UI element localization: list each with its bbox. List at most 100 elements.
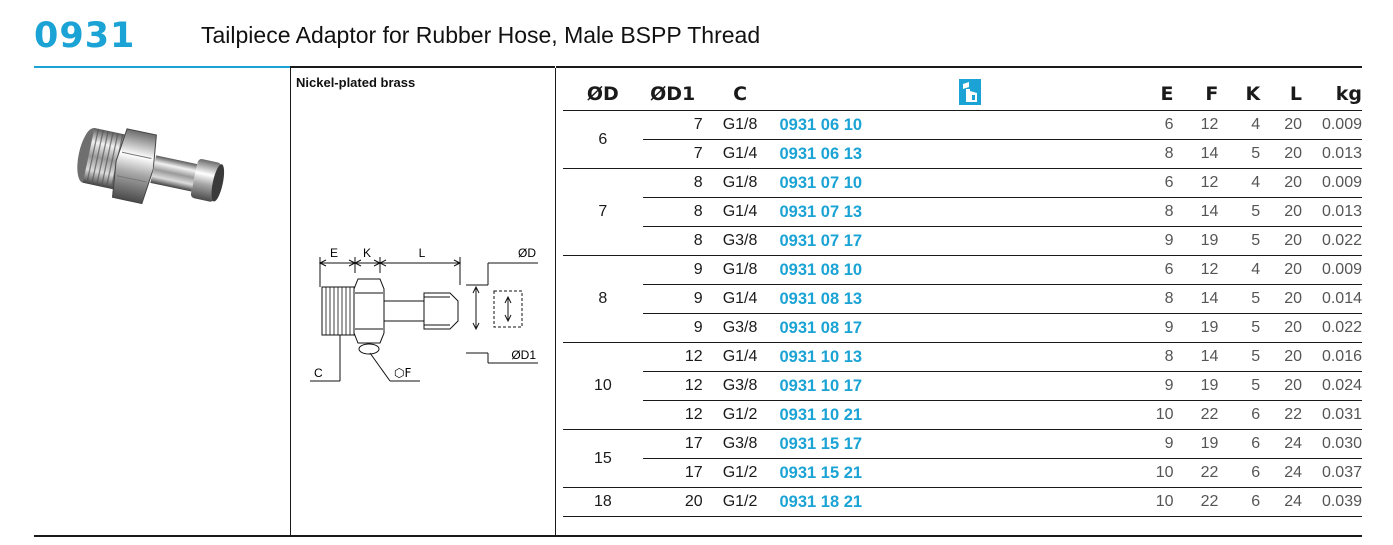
cell-k: 5 xyxy=(1218,342,1261,372)
cell-c: G1/4 xyxy=(712,342,768,372)
cell-k: 6 xyxy=(1218,487,1261,517)
cell-e: 8 xyxy=(1133,197,1174,227)
cell-l: 20 xyxy=(1260,197,1303,227)
page-title: Tailpiece Adaptor for Rubber Hose, Male … xyxy=(201,22,761,48)
cell-c: G1/2 xyxy=(712,487,768,517)
cell-od1: 17 xyxy=(642,429,713,459)
cell-od1: 12 xyxy=(642,400,713,430)
cell-ref: 0931 15 21 xyxy=(767,458,1134,488)
cell-od1: 12 xyxy=(642,342,713,372)
cell-ref: 0931 10 21 xyxy=(767,400,1134,430)
cell-f: 14 xyxy=(1173,284,1219,314)
cell-e: 6 xyxy=(1133,168,1174,198)
header-e: E xyxy=(1133,78,1174,111)
cell-e: 10 xyxy=(1133,458,1174,488)
cell-c: G1/4 xyxy=(712,139,768,169)
cell-l: 24 xyxy=(1260,429,1303,459)
dim-c-label: C xyxy=(314,366,323,380)
cell-l: 20 xyxy=(1260,139,1303,169)
header-f: F xyxy=(1173,78,1219,111)
cell-e: 9 xyxy=(1133,313,1174,343)
cell-c: G1/8 xyxy=(712,255,768,285)
cell-k: 5 xyxy=(1218,284,1261,314)
cell-kg: 0.039 xyxy=(1302,487,1362,517)
cell-c: G3/8 xyxy=(712,371,768,401)
cell-c: G3/8 xyxy=(712,313,768,343)
column-divider-left xyxy=(290,68,291,535)
cell-f: 19 xyxy=(1173,313,1219,343)
cell-l: 20 xyxy=(1260,255,1303,285)
cell-e: 9 xyxy=(1133,226,1174,256)
cell-od: 8 xyxy=(563,255,643,343)
cell-l: 20 xyxy=(1260,313,1303,343)
cell-f: 14 xyxy=(1173,342,1219,372)
cell-kg: 0.024 xyxy=(1302,371,1362,401)
footer-rule xyxy=(34,535,1362,537)
header-od: ØD xyxy=(563,78,643,111)
catalogue-icon xyxy=(958,78,981,105)
cell-e: 10 xyxy=(1133,400,1174,430)
cell-od1: 7 xyxy=(642,110,713,140)
dim-k-label: K xyxy=(363,246,371,260)
dim-od1-label: ØD1 xyxy=(511,348,536,362)
cell-od: 7 xyxy=(563,168,643,256)
cell-l: 20 xyxy=(1260,168,1303,198)
cell-c: G3/8 xyxy=(712,429,768,459)
cell-l: 22 xyxy=(1260,400,1303,430)
cell-c: G1/8 xyxy=(712,168,768,198)
cell-e: 8 xyxy=(1133,139,1174,169)
cell-ref: 0931 06 10 xyxy=(767,110,1134,140)
cell-f: 12 xyxy=(1173,110,1219,140)
cell-kg: 0.009 xyxy=(1302,110,1362,140)
cell-c: G3/8 xyxy=(712,226,768,256)
cell-f: 12 xyxy=(1173,168,1219,198)
cell-k: 5 xyxy=(1218,226,1261,256)
cell-ref: 0931 15 17 xyxy=(767,429,1134,459)
product-photo xyxy=(77,127,225,205)
cell-l: 20 xyxy=(1260,110,1303,140)
header-rule-accent xyxy=(34,66,290,68)
cell-k: 6 xyxy=(1218,458,1261,488)
cell-kg: 0.022 xyxy=(1302,313,1362,343)
cell-f: 22 xyxy=(1173,458,1219,488)
header-od1: ØD1 xyxy=(642,78,713,111)
table-header-row: ØD ØD1 C E F K L kg xyxy=(563,78,1362,111)
cell-kg: 0.022 xyxy=(1302,226,1362,256)
header-c: C xyxy=(712,78,768,111)
cell-f: 19 xyxy=(1173,371,1219,401)
cell-ref: 0931 18 21 xyxy=(767,487,1134,517)
cell-c: G1/4 xyxy=(712,197,768,227)
cell-f: 14 xyxy=(1173,197,1219,227)
cell-e: 10 xyxy=(1133,487,1174,517)
cell-l: 20 xyxy=(1260,371,1303,401)
cell-k: 5 xyxy=(1218,139,1261,169)
cell-e: 6 xyxy=(1133,110,1174,140)
cell-od1: 9 xyxy=(642,284,713,314)
cell-od: 15 xyxy=(563,429,643,488)
cell-ref: 0931 08 13 xyxy=(767,284,1134,314)
cell-kg: 0.014 xyxy=(1302,284,1362,314)
cell-od1: 9 xyxy=(642,255,713,285)
cell-od1: 17 xyxy=(642,458,713,488)
cell-f: 22 xyxy=(1173,487,1219,517)
cell-e: 6 xyxy=(1133,255,1174,285)
cell-e: 9 xyxy=(1133,429,1174,459)
header-k: K xyxy=(1218,78,1261,111)
column-divider-right xyxy=(555,68,556,535)
cell-e: 9 xyxy=(1133,371,1174,401)
cell-kg: 0.009 xyxy=(1302,255,1362,285)
cell-l: 20 xyxy=(1260,342,1303,372)
cell-ref: 0931 10 13 xyxy=(767,342,1134,372)
product-code: 0931 xyxy=(34,16,136,56)
